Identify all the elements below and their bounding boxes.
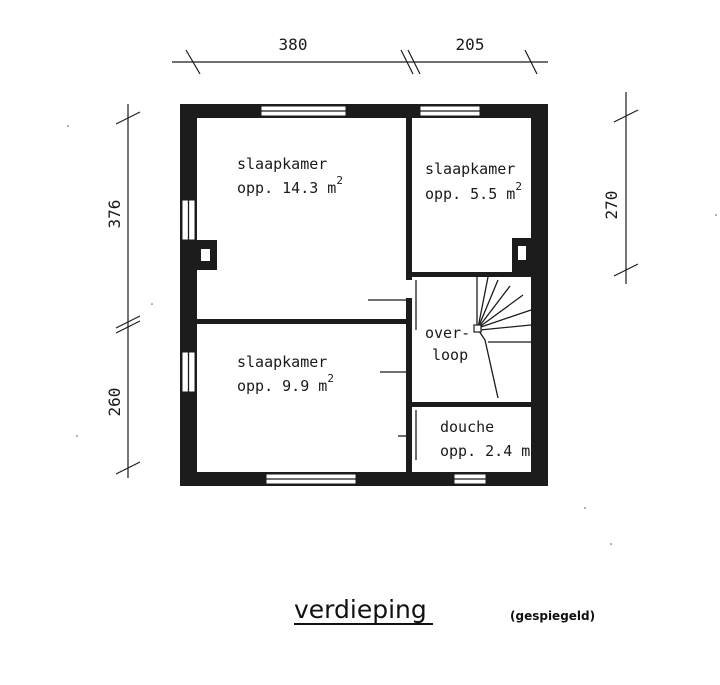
svg-text:opp. 14.3 m2: opp. 14.3 m2 xyxy=(237,174,343,197)
dimension-top: 380 205 xyxy=(172,35,548,75)
door-marks xyxy=(368,280,417,460)
svg-text:opp. 5.5 m2: opp. 5.5 m2 xyxy=(425,180,522,203)
room-area: opp. 9.9 m xyxy=(237,377,327,395)
room-shower: douche opp. 2.4 m2 xyxy=(440,418,537,460)
interior-walls xyxy=(197,118,531,472)
room-area: opp. 14.3 m xyxy=(237,179,336,197)
room-bedroom-bottom: slaapkamer opp. 9.9 m2 xyxy=(237,353,334,395)
room-bedroom-large: slaapkamer opp. 14.3 m2 xyxy=(237,155,343,197)
plan-subtitle: (gespiegeld) xyxy=(510,609,595,623)
area-unit-superscript: 2 xyxy=(327,372,334,385)
room-area: opp. 2.4 m xyxy=(440,442,530,460)
dimension-top-left: 380 xyxy=(279,35,308,54)
shafts xyxy=(195,238,532,272)
scan-specks xyxy=(67,125,717,545)
svg-text:opp. 2.4 m2: opp. 2.4 m2 xyxy=(440,437,537,460)
dimension-left-upper: 376 xyxy=(105,200,124,229)
landing-label-line1: over- xyxy=(425,324,470,342)
area-unit-superscript: 2 xyxy=(515,180,522,193)
dimension-right-value: 270 xyxy=(602,191,621,220)
windows xyxy=(181,105,487,485)
room-bedroom-small: slaapkamer opp. 5.5 m2 xyxy=(425,160,522,203)
landing-label-line2: loop xyxy=(432,346,468,364)
room-name: douche xyxy=(440,418,494,436)
room-landing: over- loop xyxy=(425,324,470,364)
room-area: opp. 5.5 m xyxy=(425,185,515,203)
room-name: slaapkamer xyxy=(237,155,327,173)
room-name: slaapkamer xyxy=(425,160,515,178)
plan-title: verdieping xyxy=(294,595,427,624)
area-unit-superscript: 2 xyxy=(336,174,343,187)
dimension-left-lower: 260 xyxy=(105,388,124,417)
dimension-left: 376 260 xyxy=(105,104,141,478)
room-name: slaapkamer xyxy=(237,353,327,371)
svg-text:opp. 9.9 m2: opp. 9.9 m2 xyxy=(237,372,334,395)
dimension-right: 270 xyxy=(602,92,639,284)
area-unit-superscript: 2 xyxy=(530,437,537,450)
dimension-top-right: 205 xyxy=(456,35,485,54)
staircase xyxy=(473,276,532,399)
